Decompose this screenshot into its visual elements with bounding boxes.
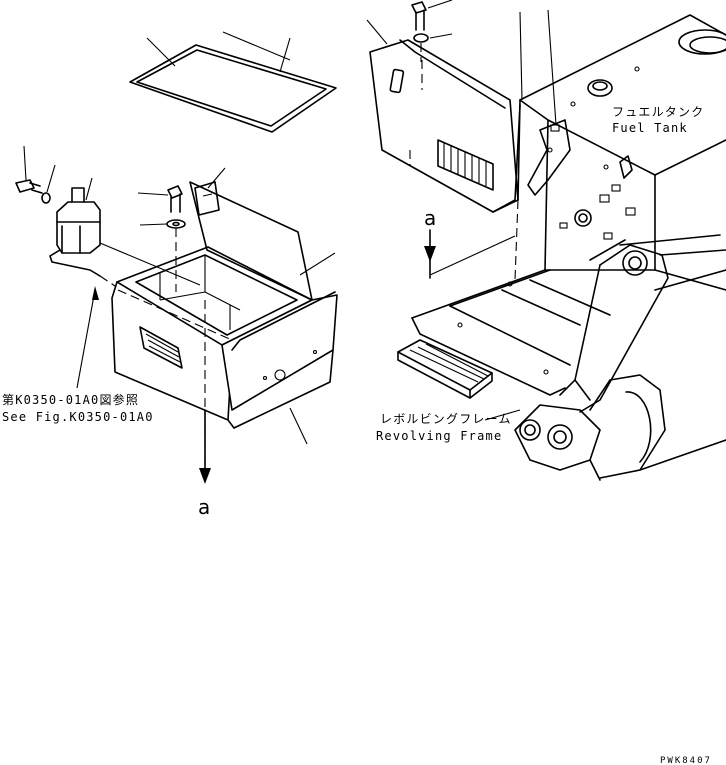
cover-panel <box>366 19 521 213</box>
revolving-frame-label-en: Revolving Frame <box>376 429 502 443</box>
leader-line <box>137 192 169 196</box>
leader-line <box>519 11 523 101</box>
arrow-marker-bottom-label: a <box>198 495 210 519</box>
bolt-and-washer-right <box>411 0 453 62</box>
leader-line <box>139 223 168 226</box>
arrow-a-bottom <box>199 409 211 484</box>
revolving-frame-label-jp: レボルビングフレーム <box>380 412 512 426</box>
seal-gasket <box>129 31 337 133</box>
leader-line <box>146 37 176 67</box>
cover-grille <box>437 139 494 191</box>
leader-line <box>279 37 291 73</box>
switch-unit <box>49 177 201 289</box>
machine-frame <box>397 14 726 481</box>
fuel-tank-label-en: Fuel Tank <box>612 121 688 135</box>
arrow-a-right <box>424 229 436 279</box>
bolt-and-washer-left <box>15 145 56 204</box>
leader-line <box>299 252 336 276</box>
leader-line <box>429 33 453 39</box>
leader-line <box>23 145 27 181</box>
leader-line <box>289 407 308 445</box>
leader-line <box>222 31 291 61</box>
leader-line <box>85 177 93 201</box>
leader-line <box>366 19 388 45</box>
leader-line <box>76 289 96 389</box>
leader-line <box>207 167 226 189</box>
leader-line <box>547 9 557 126</box>
see-fig-label-jp: 第K0350-01A0図参照 <box>2 392 139 407</box>
leader-line <box>46 164 56 193</box>
fuel-tank-label-jp: フュエルタンク <box>612 105 704 119</box>
leader-line <box>427 0 453 9</box>
leader-line <box>484 409 521 421</box>
arrow-marker-right-label: a <box>424 206 436 230</box>
tool-box <box>111 167 338 465</box>
see-fig-label-en: See Fig.K0350-01A0 <box>2 410 154 424</box>
drawing-code: PWK8407 <box>660 756 712 765</box>
